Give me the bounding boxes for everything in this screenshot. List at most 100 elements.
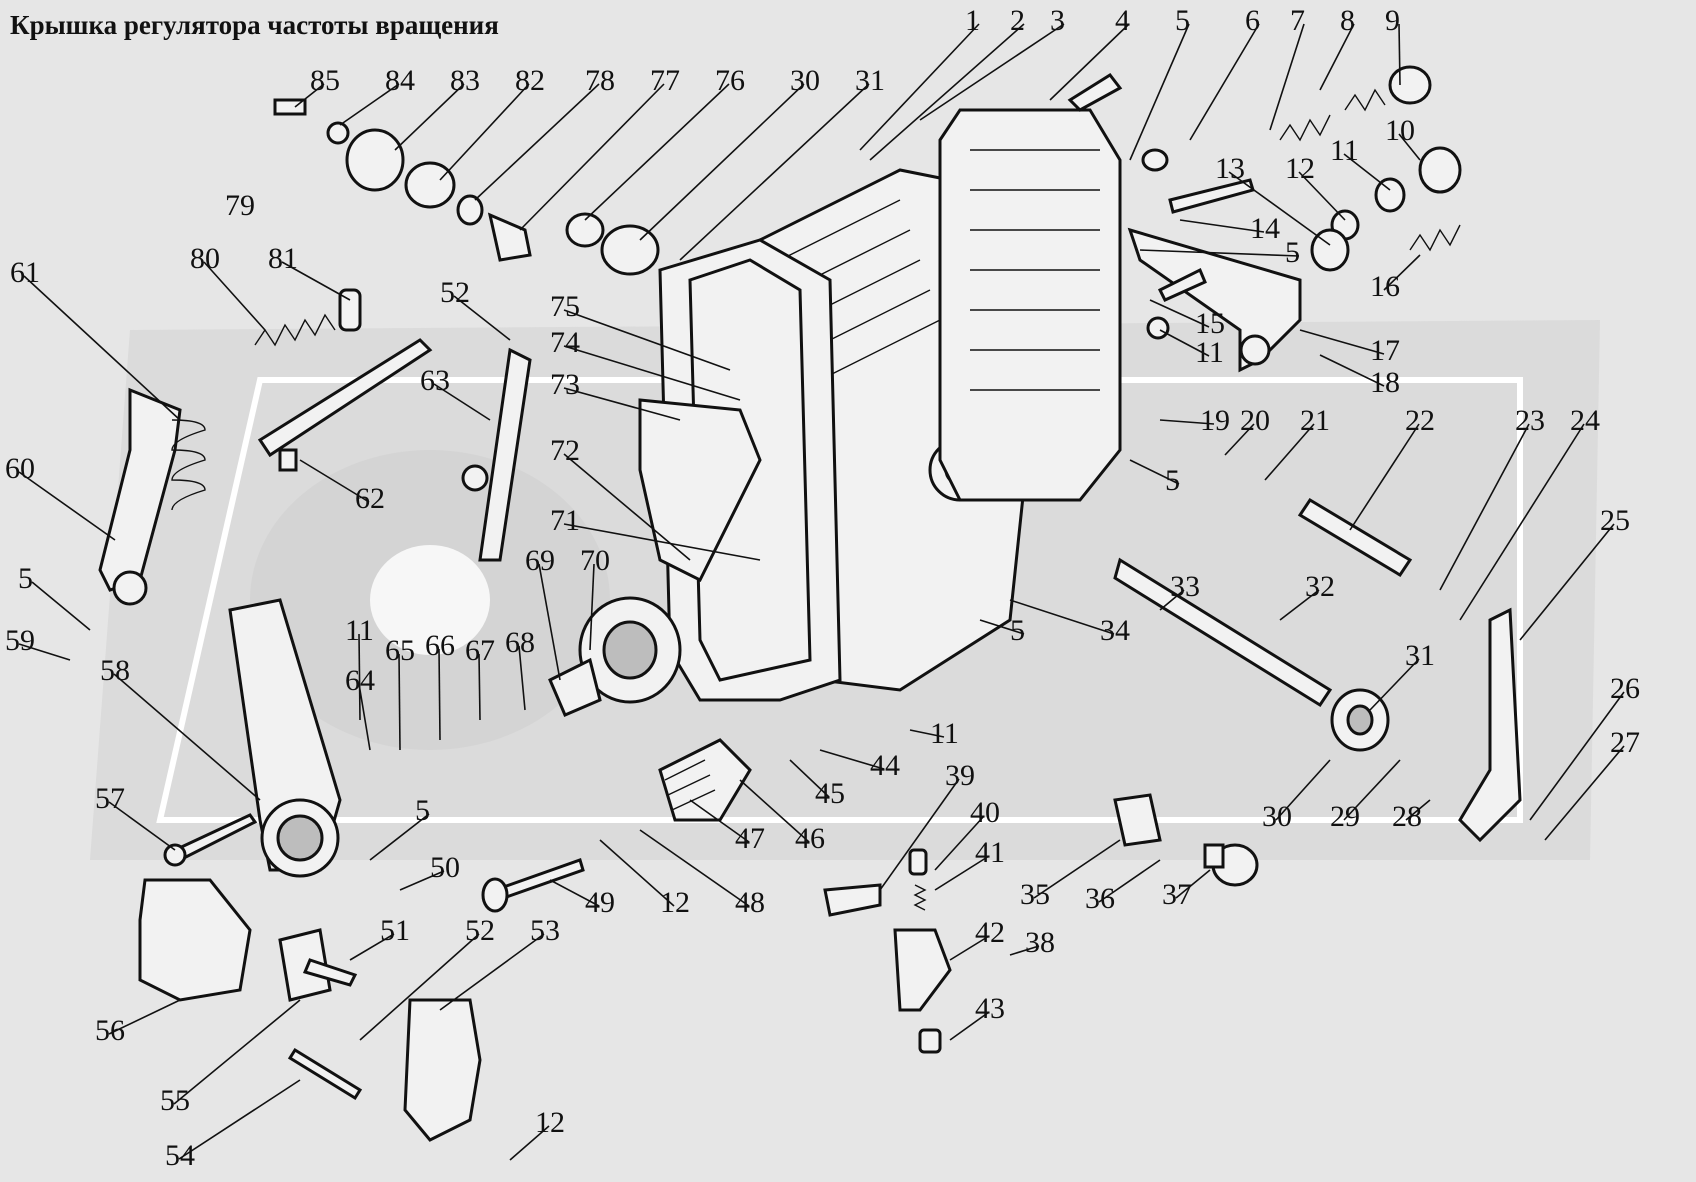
leader-line xyxy=(439,933,545,1011)
spring-61 xyxy=(171,419,206,511)
callout-label: 11 xyxy=(1195,336,1224,369)
callout-label: 70 xyxy=(580,544,610,577)
callout-label: 66 xyxy=(425,629,455,662)
callout-label: 14 xyxy=(1250,212,1280,245)
callout-label: 80 xyxy=(190,242,220,275)
leader-line xyxy=(639,829,750,907)
callout-label: 3 xyxy=(1050,4,1065,37)
callout-label: 1 xyxy=(965,4,980,37)
callout-label: 17 xyxy=(1370,334,1400,367)
leader-line xyxy=(599,839,675,907)
callout-label: 23 xyxy=(1515,404,1545,437)
leader-line xyxy=(949,935,990,961)
leader-line xyxy=(18,471,116,541)
leader-line xyxy=(1529,691,1625,821)
callout-label: 61 xyxy=(10,256,40,289)
lever-25 xyxy=(1458,607,1522,843)
top-right-small-parts xyxy=(1067,65,1462,340)
leader-line xyxy=(1398,133,1421,161)
callout-label: 58 xyxy=(100,654,130,687)
callout-label: 64 xyxy=(345,664,375,697)
page-title: Крышка регулятора частоты вращения xyxy=(10,10,499,40)
callout-label: 49 xyxy=(585,886,615,919)
leader-line xyxy=(1343,759,1401,821)
lever-63 xyxy=(461,347,532,562)
leader-line xyxy=(438,648,441,741)
callout-label: 10 xyxy=(1385,114,1415,147)
leader-line xyxy=(1398,23,1401,86)
rear-cover-plate xyxy=(938,108,1122,502)
fitting-35 xyxy=(1113,793,1162,847)
shaft-33 xyxy=(1113,557,1333,708)
callout-label: 12 xyxy=(1285,152,1315,185)
callout-label: 73 xyxy=(550,368,580,401)
callout-label: 26 xyxy=(1610,672,1640,705)
callout-label: 2 xyxy=(1010,4,1025,37)
leader-line xyxy=(358,633,361,721)
callout-label: 19 xyxy=(1200,404,1230,437)
leader-line xyxy=(359,933,480,1041)
leader-line xyxy=(358,683,371,751)
leader-line xyxy=(1269,23,1305,131)
leader-line xyxy=(173,999,301,1105)
callout-label: 42 xyxy=(975,916,1005,949)
plate-73 xyxy=(638,398,762,583)
callout-label: 30 xyxy=(790,64,820,97)
callout-label: 24 xyxy=(1570,404,1600,437)
callout-label: 60 xyxy=(5,452,35,485)
leader-line xyxy=(1129,23,1190,161)
leader-line xyxy=(934,855,990,891)
callout-label: 5 xyxy=(1165,464,1180,497)
bracket-53 xyxy=(403,998,482,1142)
callout-label: 11 xyxy=(345,614,374,647)
leader-line xyxy=(369,813,430,861)
callout-label: 56 xyxy=(95,1014,125,1047)
leader-line xyxy=(1224,423,1255,456)
callout-label: 76 xyxy=(715,64,745,97)
leader-line xyxy=(439,83,530,181)
callout-label: 77 xyxy=(650,64,680,97)
leader-line xyxy=(178,1079,301,1160)
callout-label: 5 xyxy=(18,562,33,595)
leader-line xyxy=(1439,423,1530,591)
callout-label: 29 xyxy=(1330,800,1360,833)
leader-line xyxy=(563,387,681,421)
leader-line xyxy=(1369,658,1420,711)
callout-label: 46 xyxy=(795,822,825,855)
leader-line xyxy=(563,523,761,561)
callout-label: 55 xyxy=(160,1084,190,1117)
pin-22 xyxy=(1297,497,1413,578)
leader-line xyxy=(113,673,261,801)
callout-label: 35 xyxy=(1020,878,1050,911)
leader-line xyxy=(584,83,730,221)
leader-line xyxy=(1189,23,1260,141)
leader-line xyxy=(789,759,830,798)
leader-line xyxy=(879,778,960,891)
callout-label: 54 xyxy=(165,1139,195,1172)
leader-line xyxy=(299,459,370,503)
leader-line xyxy=(1299,329,1385,355)
leader-line xyxy=(679,83,870,261)
callout-label: 81 xyxy=(268,242,298,275)
leader-line xyxy=(31,581,91,631)
leader-line xyxy=(1228,171,1331,246)
leader-line xyxy=(1009,599,1115,635)
top-left-small-parts xyxy=(273,98,660,276)
leader-line xyxy=(1343,153,1391,191)
callout-label: 12 xyxy=(535,1106,565,1139)
leader-line xyxy=(1319,23,1355,91)
leader-line xyxy=(478,653,481,721)
callout-label: 43 xyxy=(975,992,1005,1025)
callout-label: 40 xyxy=(970,796,1000,829)
callout-label: 69 xyxy=(525,544,555,577)
leader-line xyxy=(563,309,731,371)
leader-line xyxy=(934,815,985,871)
callout-label: 52 xyxy=(440,276,470,309)
lever-58 xyxy=(228,598,342,878)
leader-line xyxy=(1009,945,1040,956)
callout-label: 5 xyxy=(1285,236,1300,269)
callout-label: 8 xyxy=(1340,4,1355,37)
callout-label: 41 xyxy=(975,836,1005,869)
